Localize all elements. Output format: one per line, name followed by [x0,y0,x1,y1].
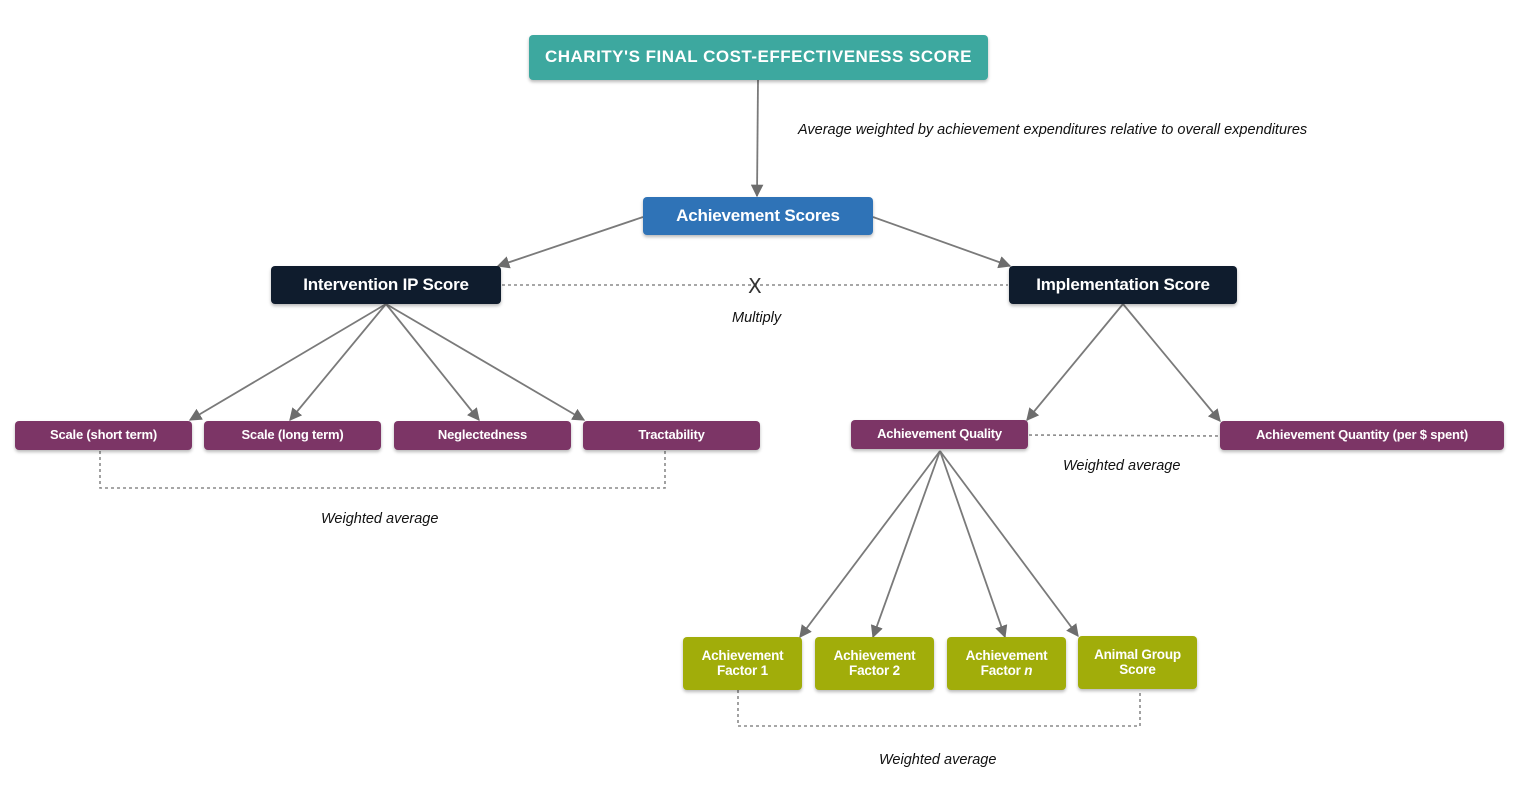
arrow-quality-to-factor-1 [799,450,941,639]
arrow-intervention-to-tractability [385,303,586,421]
final-score-label: CHARITY'S FINAL COST-EFFECTIVENESS SCORE [544,47,973,67]
scale-long-term-node: Scale (long term) [204,421,381,450]
arrow-quality-to-animal-group [939,450,1079,638]
root-weighting-note: Average weighted by achievement expendit… [798,122,1308,138]
dotted-weighted-bracket-quality [737,690,1141,727]
achievement-factor-2-line2: Factor 2 [849,662,900,678]
scale-long-term-label: Scale (long term) [241,427,344,443]
quality-weighted-average-note: Weighted average [879,752,997,768]
final-score-node: CHARITY'S FINAL COST-EFFECTIVENESS SCORE [529,35,988,80]
achievement-quantity-node: Achievement Quantity (per $ spent) [1220,421,1504,450]
animal-group-score-node: Animal Group Score [1078,636,1197,689]
tractability-label: Tractability [638,427,705,443]
arrow-achievement-to-implementation [872,216,1012,269]
arrow-intervention-to-scale-long [289,303,387,421]
multiply-label: Multiply [732,310,782,326]
achievement-quantity-label: Achievement Quantity (per $ spent) [1255,427,1469,443]
arrow-quality-to-factor-n [939,450,1008,639]
implementation-score-node: Implementation Score [1009,266,1237,304]
arrow-intervention-to-neglectedness [385,303,480,421]
intervention-ip-score-node: Intervention IP Score [271,266,501,304]
achievement-scores-label: Achievement Scores [676,205,840,225]
arrow-implementation-to-quantity [1122,303,1221,422]
scale-short-term-label: Scale (short term) [50,427,157,443]
intervention-ip-score-label: Intervention IP Score [303,274,469,294]
arrow-intervention-to-scale-short [188,303,387,421]
tractability-node: Tractability [583,421,760,450]
achievement-quality-label: Achievement Quality [877,426,1002,442]
achievement-factor-1-node: Achievement Factor 1 [683,637,802,690]
animal-group-score-line2: Score [1119,661,1156,677]
achievement-factor-n-line2-text: Factor [980,662,1025,678]
arrow-achievement-to-intervention [496,216,644,269]
achievement-factor-n-line1: Achievement [965,647,1048,663]
achievement-factor-2-node: Achievement Factor 2 [815,637,934,690]
implementation-weighted-average-note: Weighted average [1063,458,1181,474]
arrow-root-to-achievement [750,79,764,198]
achievement-factor-2-line1: Achievement [833,647,916,663]
implementation-score-label: Implementation Score [1036,274,1210,294]
scale-short-term-node: Scale (short term) [15,421,192,450]
arrow-quality-to-factor-2 [870,450,941,639]
achievement-factor-n-line2: Factor n [966,662,1048,679]
multiply-symbol: X [748,274,762,298]
achievement-factor-n-italic: n [1024,662,1033,678]
achievement-factor-n-node: Achievement Factor n [947,637,1066,690]
dotted-weighted-bracket-intervention [99,451,666,489]
achievement-factor-1-line2: Factor 1 [717,662,768,678]
neglectedness-label: Neglectedness [437,427,528,443]
achievement-quality-node: Achievement Quality [851,420,1028,449]
arrow-implementation-to-quality [1026,303,1124,421]
neglectedness-node: Neglectedness [394,421,571,450]
achievement-scores-node: Achievement Scores [643,197,873,235]
dotted-weighted-link-implementation [1028,434,1221,437]
animal-group-score-line1: Animal Group [1094,646,1181,662]
achievement-factor-1-line1: Achievement [701,647,784,663]
intervention-weighted-average-note: Weighted average [321,511,439,527]
